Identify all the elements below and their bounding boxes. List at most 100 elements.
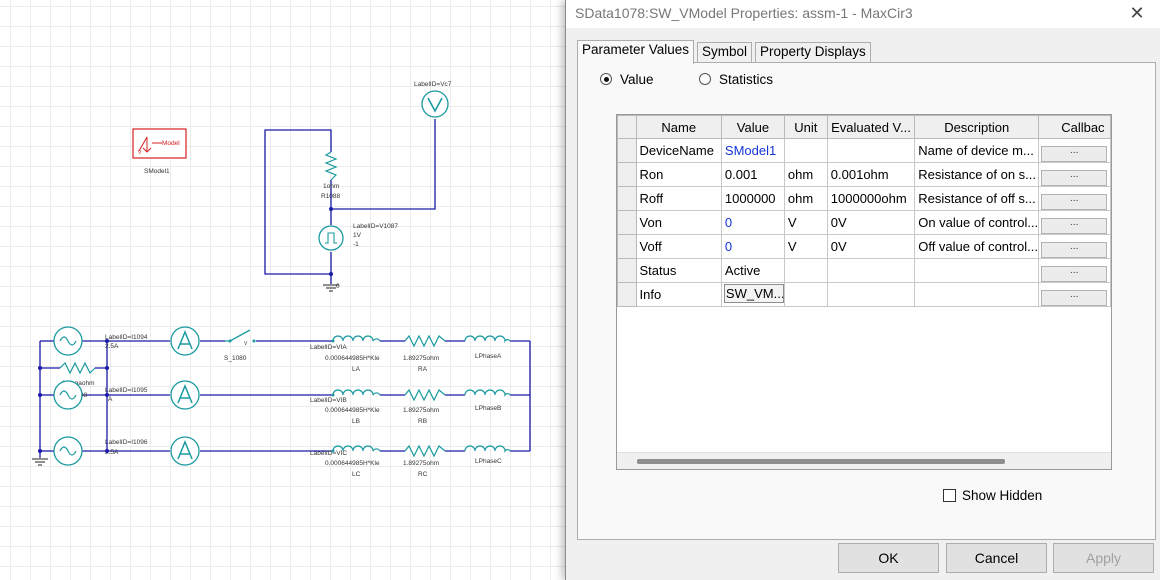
callback-button[interactable]: ... [1041,242,1108,258]
ammeter-c[interactable]: LabelID=I1096 2.5A [105,436,200,466]
voltmeter-vc7[interactable]: LabelID=Vc7 [414,81,452,118]
cell-value[interactable]: 0 [720,210,785,235]
cell-value[interactable]: Active [720,258,785,283]
cell-value[interactable]: 0 [720,234,785,259]
radio-statistics-indicator[interactable] [699,73,711,85]
radio-statistics[interactable]: Statistics [699,72,773,87]
ind-c-value: 0.000644985H*Kle [325,460,380,467]
ground-node-label: 0 [336,283,340,290]
cell-unit[interactable] [783,138,828,163]
cell-unit[interactable]: ohm [783,186,828,211]
phase-c-branch[interactable]: LabelID=VIC 0.000644985H*Kle LC 1.89275o… [310,444,511,478]
scrollbar-thumb[interactable] [637,459,1005,464]
radio-value-indicator[interactable] [600,73,612,85]
table-row[interactable]: Ron 0.001 ohm 0.001ohm Resistance of on … [617,162,1111,187]
cell-value[interactable]: SModel1 [720,138,785,163]
row-header[interactable] [617,258,637,283]
dialog-titlebar[interactable]: SData1078:SW_VModel Properties: assm-1 -… [566,0,1160,28]
schematic-canvas[interactable]: Model V SModel1 1ohm R1088 LabelID=V1087… [0,0,565,580]
callback-button[interactable]: ... [1041,170,1108,186]
pulse-voltage-source[interactable]: LabelID=V1087 1V -1 [318,223,398,251]
parameter-grid[interactable]: Name Value Unit Evaluated V... Descripti… [616,114,1112,470]
callback-button[interactable]: ... [1041,218,1108,234]
row-header[interactable] [617,210,637,235]
row-header[interactable] [617,186,637,211]
cell-value[interactable]: 0.001 [720,162,785,187]
col-header-value[interactable]: Value [720,115,785,139]
megohm-value: 1Megaohm [62,380,95,387]
table-row[interactable]: Status Active ... [617,258,1111,283]
cell-unit[interactable]: V [783,210,828,235]
col-header-name[interactable]: Name [635,115,722,139]
apply-button[interactable]: Apply [1053,543,1154,573]
col-header-description[interactable]: Description [914,115,1040,139]
cell-unit[interactable]: ohm [783,162,828,187]
callback-button[interactable]: ... [1041,194,1108,210]
switch-s1080[interactable]: S_1080 V [224,329,256,362]
cell-unit[interactable]: V [783,234,828,259]
ammeter-b-value: A [108,396,113,403]
cell-callback: ... [1038,282,1111,307]
callback-button[interactable]: ... [1041,266,1108,282]
table-row[interactable]: Von 0 V 0V On value of control... ... [617,210,1111,235]
tab-symbol[interactable]: Symbol [697,42,753,63]
phase-b-branch[interactable]: LabelID=VIB 0.000644985H*Kle LB 1.89275o… [310,388,511,425]
row-header[interactable] [617,234,637,259]
cell-description [914,282,1040,307]
resistor-value: 1ohm [323,183,339,190]
res-b-name: RB [418,418,427,425]
row-header[interactable] [617,282,637,307]
callback-button[interactable]: ... [1041,146,1108,162]
resistor-r1088[interactable]: 1ohm R1088 [321,151,341,200]
ac-source-a[interactable] [53,326,83,356]
table-row[interactable]: DeviceName SModel1 Name of device m... .… [617,138,1111,163]
cell-evaluated [826,138,916,163]
ok-button[interactable]: OK [838,543,939,573]
cell-value: SW_VM... [720,282,785,307]
radio-value[interactable]: Value [600,72,654,87]
parameter-table: Name Value Unit Evaluated V... Descripti… [617,115,1111,307]
cell-unit[interactable] [783,282,828,307]
radio-value-label: Value [620,72,654,87]
cell-name: Info [635,282,722,307]
cell-description: Resistance of on s... [914,162,1040,187]
tab-parameter-values[interactable]: Parameter Values [577,40,695,64]
switch-name: S_1080 [224,355,247,362]
table-row[interactable]: Voff 0 V 0V Off value of control... ... [617,234,1111,259]
cell-callback: ... [1038,162,1111,187]
ground-symbol: 0 [323,283,340,292]
table-row[interactable]: Roff 1000000 ohm 1000000ohm Resistance o… [617,186,1111,211]
horizontal-scrollbar[interactable] [617,452,1111,469]
cell-name: Ron [635,162,722,187]
cell-callback: ... [1038,210,1111,235]
phase-a-branch[interactable]: LabelID=VIA 0.000644985H*Kle LA 1.89275o… [310,334,511,373]
ac-source-c[interactable] [53,436,83,466]
ind-a-name: LA [352,366,361,373]
ammeter-b[interactable]: LabelID=I1095 A [105,380,200,410]
info-value-button[interactable]: SW_VM... [723,284,784,303]
row-header[interactable] [617,162,637,187]
cell-callback: ... [1038,186,1111,211]
col-header-unit[interactable]: Unit [783,115,828,139]
cell-value[interactable]: 1000000 [720,186,785,211]
volt-a-label: LabelID=VIA [310,344,347,351]
table-row[interactable]: Info SW_VM... ... [617,282,1111,307]
col-header-evaluated[interactable]: Evaluated V... [826,115,916,139]
show-hidden-checkbox[interactable]: Show Hidden [943,488,1042,503]
callback-button[interactable]: ... [1041,290,1108,306]
row-header[interactable] [617,138,637,163]
checkbox-box[interactable] [943,489,956,502]
smodel-block[interactable]: Model V [132,128,187,159]
cell-unit[interactable] [783,258,828,283]
ind-b-value: 0.000644985H*Kle [325,407,380,414]
ammeter-a[interactable]: LabelID=I1094 2.5A [105,326,200,356]
ac-source-b[interactable] [53,380,83,410]
close-icon[interactable]: ✕ [1129,3,1145,23]
cell-name: Voff [635,234,722,259]
tab-property-displays[interactable]: Property Displays [755,42,871,63]
res-c-name: RC [418,471,428,478]
vc7-label: LabelID=Vc7 [414,81,452,88]
col-header-callback[interactable]: Callbac [1038,115,1111,139]
phase-ind-b: LPhaseB [475,405,501,412]
cancel-button[interactable]: Cancel [946,543,1047,573]
